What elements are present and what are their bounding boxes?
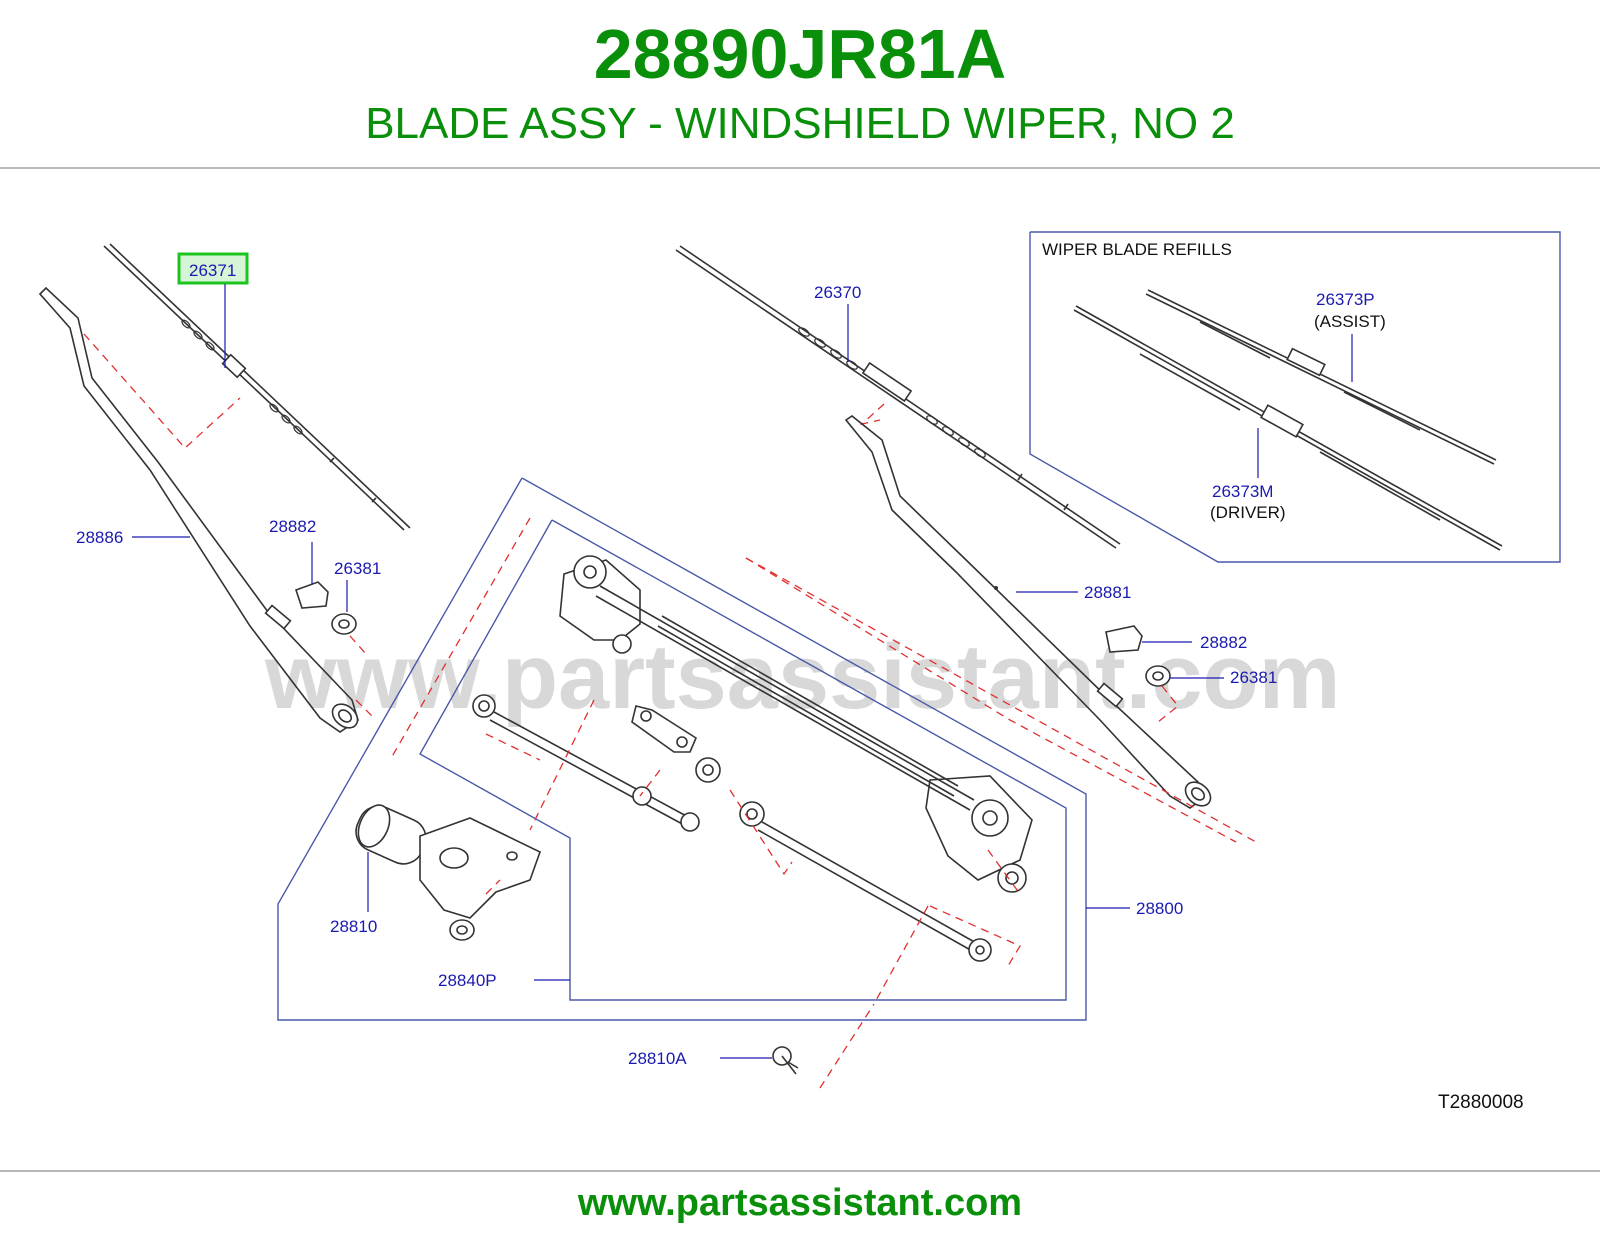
wiper-blade-26371[interactable] <box>103 243 411 531</box>
callout-28800[interactable]: 28800 <box>1136 899 1183 918</box>
dashed-link-left-nut <box>349 635 367 655</box>
callout-28886[interactable]: 28886 <box>76 528 123 547</box>
footer-divider <box>0 1170 1600 1172</box>
drive-rod[interactable] <box>472 694 700 832</box>
callout-26371-highlight <box>177 252 249 285</box>
callout-26370[interactable]: 26370 <box>814 283 861 302</box>
linkage-outer-box-28800 <box>277 477 1087 1021</box>
refills-box-title: WIPER BLADE REFILLS <box>1042 240 1232 259</box>
callout-26381-left[interactable]: 26381 <box>334 559 381 578</box>
watermark-text: www.partsassistant.com <box>264 626 1340 728</box>
bolt-28810A[interactable] <box>772 1046 799 1075</box>
linkage-frame[interactable] <box>559 555 1033 893</box>
callout-26373M[interactable]: 26373M <box>1212 482 1273 501</box>
connecting-rod[interactable] <box>631 705 992 962</box>
arm-cap-28882-left[interactable] <box>294 581 329 609</box>
callout-26371[interactable]: 26371 <box>189 261 236 280</box>
callout-26381-right[interactable]: 26381 <box>1230 668 1277 687</box>
wiper-arm-28886[interactable] <box>38 286 362 733</box>
callout-28882-right[interactable]: 28882 <box>1200 633 1247 652</box>
diagram-svg: www.partsassistant.com 26371 28886 28882 <box>38 231 1561 1113</box>
wiper-blade-26370[interactable] <box>675 245 1121 549</box>
diagram-code: T2880008 <box>1438 1092 1524 1113</box>
callout-28881[interactable]: 28881 <box>1084 583 1131 602</box>
callout-28810A[interactable]: 28810A <box>628 1049 687 1068</box>
dashed-assembly-lines <box>355 517 1257 1089</box>
callout-26373P[interactable]: 26373P <box>1316 290 1375 309</box>
footer-url[interactable]: www.partsassistant.com <box>577 1182 1023 1224</box>
dashed-link-left-blade <box>83 333 241 449</box>
wiper-motor-28810[interactable] <box>350 800 541 941</box>
dashed-link-center-blade <box>859 403 885 426</box>
nut-26381-left[interactable] <box>331 613 357 635</box>
part-number-title: 28890JR81A <box>593 15 1007 93</box>
callout-28840P[interactable]: 28840P <box>438 971 497 990</box>
refill-26373P[interactable] <box>1145 289 1497 465</box>
refills-box <box>1029 231 1561 563</box>
header-divider <box>0 167 1600 169</box>
nut-26381-right[interactable] <box>1145 665 1171 687</box>
dashed-link-right-nut <box>1157 685 1179 723</box>
refill-26373M[interactable] <box>1073 305 1503 551</box>
wiper-arm-28881[interactable] <box>844 415 1215 811</box>
parts-diagram: www.partsassistant.com 26371 28886 28882 <box>0 200 1600 1160</box>
callout-26373P-note: (ASSIST) <box>1314 312 1386 331</box>
part-description: BLADE ASSY - WINDSHIELD WIPER, NO 2 <box>365 99 1235 148</box>
callout-28882-left[interactable]: 28882 <box>269 517 316 536</box>
arm-cap-28882-right[interactable] <box>1105 625 1143 653</box>
callout-28810[interactable]: 28810 <box>330 917 377 936</box>
linkage-inner-box-28840P <box>419 519 1067 1001</box>
callout-26373M-note: (DRIVER) <box>1210 503 1286 522</box>
